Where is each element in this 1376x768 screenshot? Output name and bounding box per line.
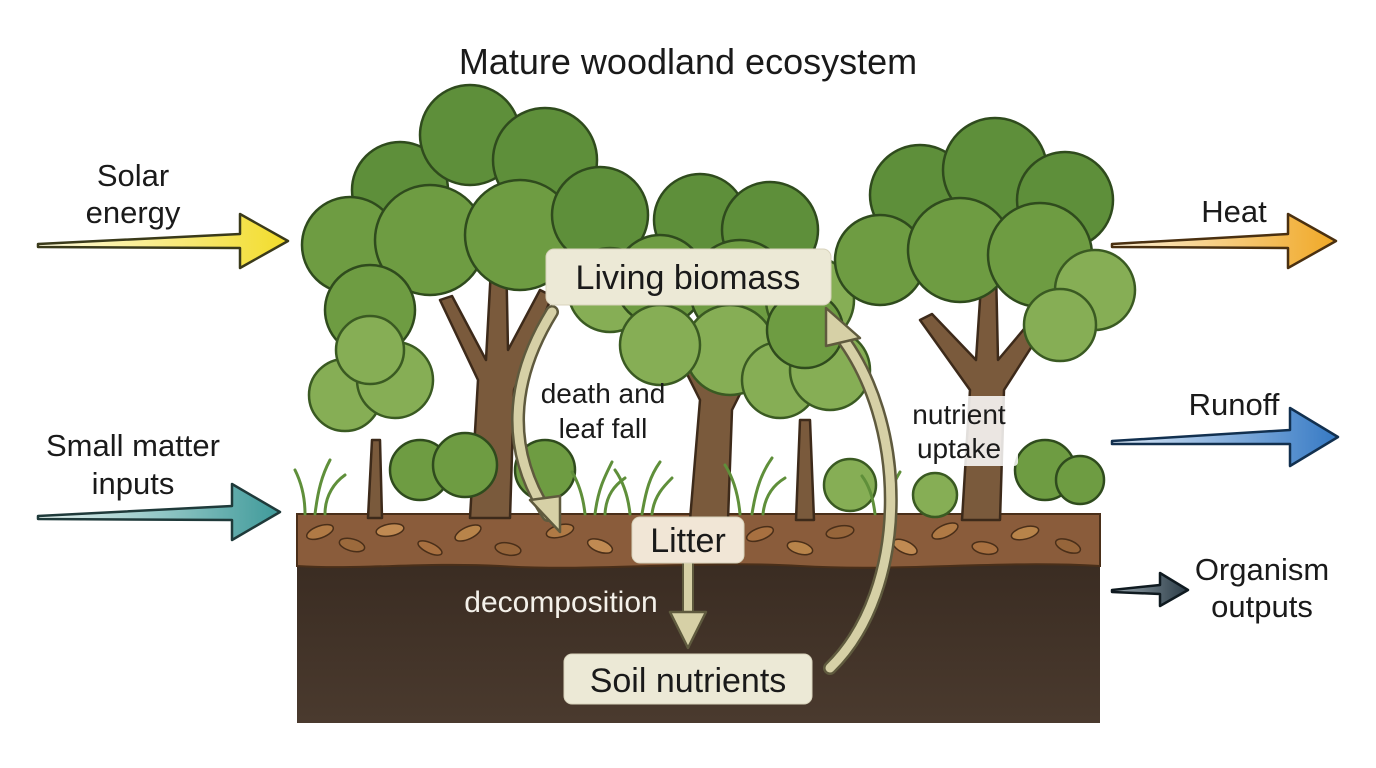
solar-energy-label-line1: Solar [97, 158, 169, 193]
heat-label: Heat [1201, 194, 1267, 229]
pool-litter-label: Litter [650, 522, 726, 560]
runoff-label: Runoff [1189, 387, 1280, 422]
tree-large-left [300, 83, 654, 520]
small-matter-label-line2: inputs [92, 466, 175, 501]
heat-arrow [1110, 212, 1338, 270]
decomposition-label: decomposition [464, 586, 657, 619]
nutrient-uptake-label-bg [902, 396, 1018, 466]
shrubs [388, 431, 1106, 519]
organism-outputs-label-line2: outputs [1211, 589, 1313, 624]
tree-right [833, 116, 1137, 522]
nutrient-uptake-label-line1: nutrient [912, 399, 1006, 430]
pool-living-biomass: Living biomass [545, 248, 832, 306]
nutrient-uptake-arrow [823, 306, 898, 675]
pool-soil-nutrients: Soil nutrients [563, 653, 813, 705]
sapling-left [307, 314, 435, 520]
tree-small-mid [740, 290, 872, 522]
nutrient-uptake-label-line2: uptake [917, 433, 1001, 464]
diagram-title: Mature woodland ecosystem [459, 41, 917, 82]
solar-energy-arrow [36, 212, 290, 270]
pool-soil-nutrients-label: Soil nutrients [590, 662, 787, 700]
decomposition-arrow [668, 561, 708, 650]
runoff-arrow [1110, 406, 1340, 468]
organism-outputs-label-line1: Organism [1195, 552, 1329, 587]
pool-living-biomass-label: Living biomass [576, 259, 801, 297]
death-leaf-fall-label-line2: leaf fall [559, 413, 648, 444]
organism-outputs-arrow [1110, 571, 1190, 608]
solar-energy-label-line2: energy [86, 195, 181, 230]
pool-litter: Litter [631, 516, 745, 564]
death-leaf-fall-label-line1: death and [541, 378, 666, 409]
small-matter-label-line1: Small matter [46, 428, 220, 463]
small-matter-inputs-arrow [36, 482, 282, 542]
death-leaf-fall-arrow [511, 305, 562, 534]
